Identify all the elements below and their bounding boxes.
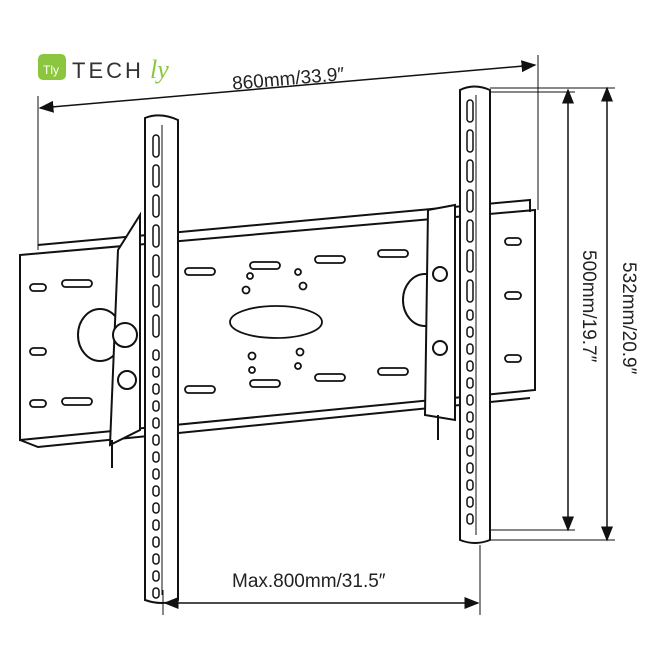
width-total-label: 860mm/33.9″ <box>231 64 345 95</box>
arm-slot <box>466 189 474 213</box>
arm-slot <box>152 254 160 278</box>
arm-slot <box>466 219 474 243</box>
arm-slot <box>466 343 474 355</box>
arm-slot <box>152 451 160 463</box>
svg-text:ly: ly <box>150 55 169 84</box>
arm-slot <box>466 513 474 525</box>
arm-slot <box>466 159 474 183</box>
arm-slot <box>152 224 160 248</box>
arm-slot <box>152 587 160 599</box>
arm-slot <box>152 314 160 338</box>
arm-slot <box>152 519 160 531</box>
arm-slot <box>152 366 160 378</box>
arm-slot <box>466 360 474 372</box>
arm-slot <box>466 428 474 440</box>
arm-slot <box>466 394 474 406</box>
arm-slot <box>466 279 474 303</box>
arm-slot <box>466 129 474 153</box>
svg-text:Tly: Tly <box>43 63 59 77</box>
height-inner-label: 500mm/19.7″ <box>578 250 599 363</box>
arm-slot <box>152 164 160 188</box>
arm-slot <box>152 194 160 218</box>
arm-slot <box>466 377 474 389</box>
max-width-label: Max.800mm/31.5″ <box>232 571 386 592</box>
arm-slot <box>466 411 474 423</box>
arm-slot <box>152 485 160 497</box>
techly-logo: Tly TECH ly <box>38 54 169 84</box>
arm-slot <box>152 284 160 308</box>
arm-slot <box>152 134 160 158</box>
dimension-lines <box>37 55 615 615</box>
left-bracket-arm <box>108 114 179 604</box>
arm-slot <box>152 536 160 548</box>
wall-plate <box>19 198 536 449</box>
svg-text:TECH: TECH <box>72 58 144 83</box>
arm-slot <box>152 468 160 480</box>
height-total-label: 532mm/20.9″ <box>618 262 639 375</box>
arm-slot <box>152 417 160 429</box>
arm-slot <box>152 553 160 565</box>
arm-slot <box>466 462 474 474</box>
arm-slot <box>152 434 160 446</box>
arm-slot <box>466 445 474 457</box>
arm-slot <box>466 309 474 321</box>
arm-slot <box>466 326 474 338</box>
arm-slot <box>152 349 160 361</box>
arm-slot <box>152 502 160 514</box>
arm-slot <box>152 570 160 582</box>
arm-slot <box>152 383 160 395</box>
arm-slot <box>466 496 474 508</box>
arm-slot <box>152 400 160 412</box>
arm-slot <box>466 249 474 273</box>
arm-slot <box>466 479 474 491</box>
